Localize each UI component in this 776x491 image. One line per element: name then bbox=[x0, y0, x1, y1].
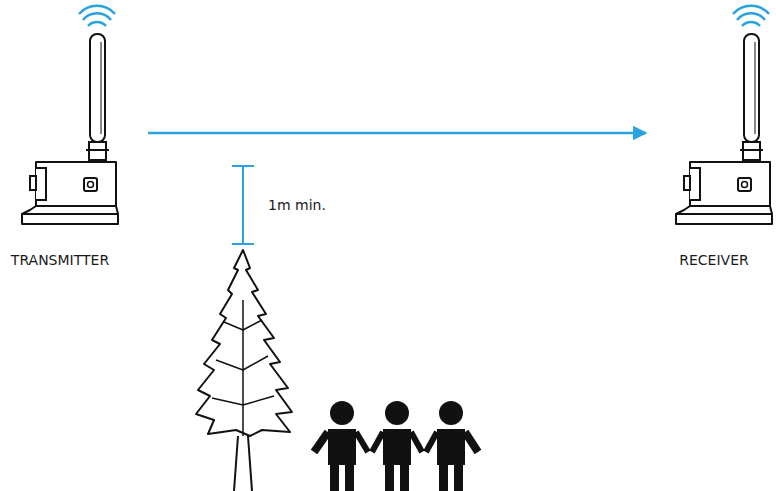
button-dot bbox=[742, 182, 748, 188]
antenna-connector bbox=[740, 142, 763, 160]
antenna-connector bbox=[86, 142, 109, 160]
antenna bbox=[744, 34, 759, 142]
side-panel bbox=[30, 168, 46, 200]
mounting-flange bbox=[22, 206, 118, 224]
button bbox=[84, 178, 97, 191]
tree bbox=[196, 250, 292, 491]
device-drawing bbox=[654, 0, 774, 252]
dimension-label: 1m min. bbox=[266, 197, 328, 213]
mounting-flange bbox=[676, 206, 772, 224]
signal-waves bbox=[733, 6, 769, 26]
person bbox=[314, 401, 368, 491]
enclosure bbox=[690, 162, 770, 206]
side-panel bbox=[684, 168, 700, 200]
dimension-bracket bbox=[232, 166, 254, 244]
device-label: TRANSMITTER bbox=[9, 252, 111, 268]
person bbox=[372, 401, 422, 491]
enclosure bbox=[36, 162, 116, 206]
button bbox=[738, 178, 751, 191]
button-dot bbox=[88, 182, 94, 188]
device-label: RECEIVER bbox=[677, 252, 750, 268]
antenna-highlight bbox=[101, 42, 102, 134]
device-node: RECEIVER bbox=[654, 0, 774, 268]
signal-arrow bbox=[148, 132, 646, 135]
device-drawing bbox=[0, 0, 120, 252]
device-node: TRANSMITTER bbox=[0, 0, 120, 268]
people bbox=[314, 401, 478, 491]
antenna-highlight bbox=[755, 42, 756, 134]
signal-waves bbox=[79, 6, 115, 26]
person bbox=[426, 401, 478, 491]
antenna bbox=[90, 34, 105, 142]
